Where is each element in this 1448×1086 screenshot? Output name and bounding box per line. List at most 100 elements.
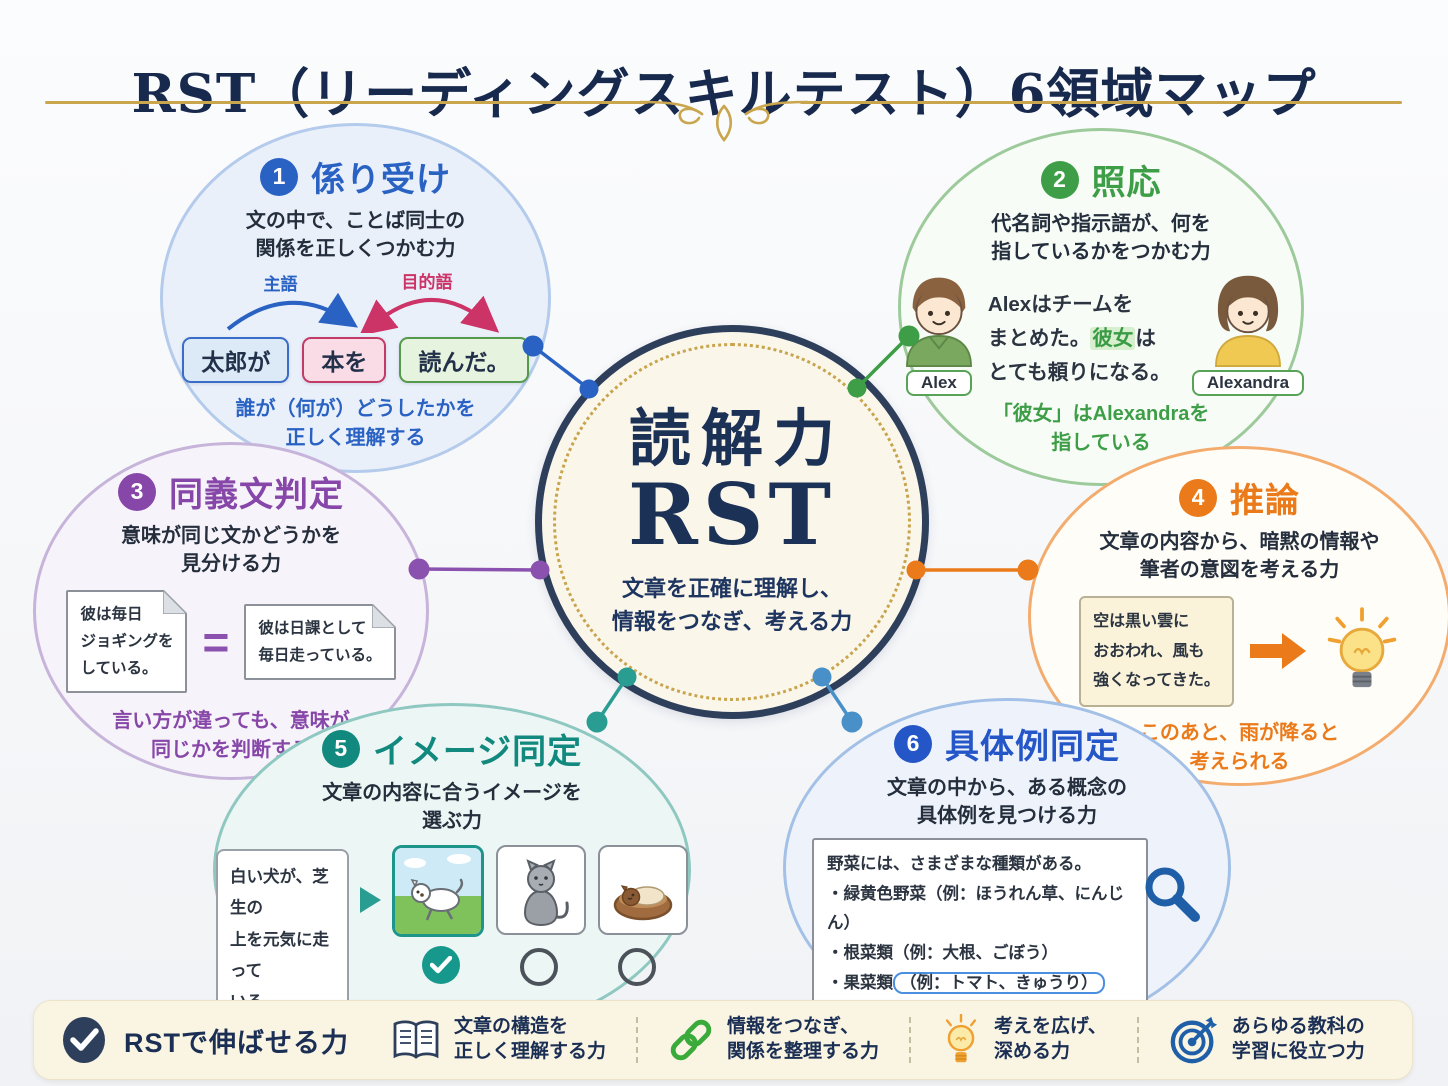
domain-1-title: 係り受け xyxy=(311,161,451,199)
center-dotted-ring xyxy=(553,343,911,701)
footer-lead-label: RSTで伸ばせる力 xyxy=(124,1027,349,1058)
word-box-object: 本を xyxy=(302,337,387,383)
domain-2-number-badge: 2 xyxy=(1040,160,1079,199)
nametag-alex: Alex xyxy=(905,370,972,396)
center-core-circle: 読解力 RST 文章を正確に理解し、 情報をつなぎ、考える力 xyxy=(535,325,929,719)
inference-example-row: 空は黒い雲に おおわれ、風も 強くなってきた。 xyxy=(1079,596,1400,707)
unselected-circle-icon xyxy=(618,948,656,986)
word-box-verb: 読んだ。 xyxy=(399,337,529,383)
domain-1-note: 誰が（何が）どうしたかを 正しく理解する xyxy=(235,398,476,449)
sentence-document-right: 彼は日課として 毎日走っている。 xyxy=(244,603,396,680)
option-image-dog xyxy=(392,845,484,937)
domain-2-header: 2 照応 xyxy=(1040,155,1162,204)
selected-check-icon xyxy=(422,946,460,984)
domain-bubble-image-doutei: 5 イメージ同定 文章の内容に合うイメージを 選ぶ力 白い犬が、芝生の 上を元気… xyxy=(213,703,691,1065)
domain-6-number-badge: 6 xyxy=(894,724,932,763)
dog-in-basket-illustration xyxy=(613,885,673,921)
target-icon xyxy=(1170,1016,1217,1064)
dependency-arcs-icon xyxy=(226,292,499,336)
footer-legend-bar: RSTで伸ばせる力 文章の構造を 正しく理解する力 情報をつなぎ、 xyxy=(33,1000,1413,1080)
open-book-icon xyxy=(393,1020,439,1059)
gold-divider-right xyxy=(800,101,1402,104)
domain-5-number-badge: 5 xyxy=(321,729,360,768)
lightbulb-idea-icon xyxy=(1327,607,1397,688)
domain-3-title: 同義文判定 xyxy=(169,476,344,514)
folded-corner-icon xyxy=(371,603,396,628)
paraphrase-comparison-row: 彼は毎日 ジョギングを している。 = 彼は日課として 毎日走っている。 xyxy=(66,590,396,694)
footer-item-subjects-label: あらゆる教科の 学習に役立つ力 xyxy=(1231,1016,1365,1062)
option-image-cat xyxy=(496,845,586,935)
option-image-dog-in-basket xyxy=(598,845,688,935)
domain-5-description: 文章の内容に合うイメージを 選ぶ力 xyxy=(322,782,582,832)
domain-4-note: このあと、雨が降ると 考えられる xyxy=(1139,721,1340,773)
lightbulb-icon xyxy=(945,1014,977,1063)
example-highlight-box: （例：トマト、きゅうり） xyxy=(893,971,1105,994)
domain-3-note: 言い方が違っても、意味が 同じかを判断する xyxy=(112,710,350,762)
avatar-alexandra-column: Alexandra xyxy=(1191,272,1305,396)
domain-bubble-kakariuke: 1 係り受け 文の中で、ことば同士の 関係を正しくつかむ力 主語 目的語 太郎が… xyxy=(160,123,551,473)
play-triangle-icon xyxy=(360,887,381,913)
word-box-subject: 太郎が xyxy=(182,337,290,383)
domain-4-header: 4 推論 xyxy=(1179,473,1300,522)
unselected-circle-icon xyxy=(520,948,558,986)
pronoun-highlight: 彼女 xyxy=(1090,326,1136,350)
domain-5-header: 5 イメージ同定 xyxy=(321,724,583,773)
word-boxes-row: 太郎が 本を 読んだ。 xyxy=(182,337,529,383)
domain-bubble-shouou: 2 照応 代名詞や指示語が、何を 指しているかをつかむ力 Alex xyxy=(898,128,1305,486)
boy-avatar xyxy=(905,277,972,368)
domain-bubble-gutairei: 6 具体例同定 文章の中から、ある概念の 具体例を見つける力 野菜には、さまざま… xyxy=(783,698,1231,1077)
domain-4-number-badge: 4 xyxy=(1179,478,1217,517)
subject-arrow-label: 主語 xyxy=(263,275,298,294)
footer-item-subjects: あらゆる教科の 学習に役立つ力 xyxy=(1169,1015,1365,1065)
image-options-row xyxy=(392,845,688,937)
image-options-column xyxy=(392,845,688,986)
footer-lead: RSTで伸ばせる力 xyxy=(60,1016,349,1064)
domain-2-note: 「彼女」はAlexandraを 指している xyxy=(992,403,1210,454)
domain-4-title: 推論 xyxy=(1230,482,1300,520)
footer-divider xyxy=(1136,1017,1139,1063)
footer-item-structure: 文章の構造を 正しく理解する力 xyxy=(391,1015,606,1064)
footer-item-think-label: 考えを広げ、 深める力 xyxy=(994,1016,1107,1062)
domain-2-title: 照応 xyxy=(1091,164,1162,202)
domain-6-header: 6 具体例同定 xyxy=(894,719,1120,768)
domain-3-number-badge: 3 xyxy=(118,472,156,511)
equals-sign: = xyxy=(202,615,230,668)
dog-on-grass-illustration xyxy=(395,848,481,934)
domain-1-description: 文の中で、ことば同士の 関係を正しくつかむ力 xyxy=(245,210,466,260)
avatar-alex-column: Alex xyxy=(898,272,980,396)
object-arrow-label: 目的語 xyxy=(401,273,453,292)
footer-item-structure-label: 文章の構造を 正しく理解する力 xyxy=(454,1016,607,1062)
footer-divider xyxy=(636,1017,639,1063)
gray-cat-illustration xyxy=(523,859,569,927)
premise-text-box: 空は黒い雲に おおわれ、風も 強くなってきた。 xyxy=(1079,596,1234,707)
footer-item-connect: 情報をつなぎ、 関係を整理する力 xyxy=(668,1015,879,1064)
footer-item-think: 考えを広げ、 深める力 xyxy=(941,1014,1107,1066)
page-title: RST（リーディングスキルテスト）6領域マップ xyxy=(131,62,1317,125)
domain-5-title: イメージ同定 xyxy=(372,733,583,771)
chain-link-icon xyxy=(670,1019,712,1061)
folded-corner-icon xyxy=(163,590,188,614)
nametag-alexandra: Alexandra xyxy=(1191,370,1305,396)
domain-4-description: 文章の内容から、暗黙の情報や 筆者の意図を考える力 xyxy=(1099,531,1380,581)
anaphora-example-row: Alex Alexはチームを まとめた。彼女は とても頼りになる。 Alexan… xyxy=(898,272,1305,396)
domain-bubble-suiron: 4 推論 文章の内容から、暗黙の情報や 筆者の意図を考える力 空は黒い雲に おお… xyxy=(1028,446,1448,786)
domain-1-header: 1 係り受け xyxy=(260,152,451,201)
footer-item-connect-label: 情報をつなぎ、 関係を整理する力 xyxy=(727,1016,880,1062)
footer-divider xyxy=(909,1017,912,1063)
anaphora-sentence: Alexはチームを まとめた。彼女は とても頼りになる。 xyxy=(987,293,1171,384)
magnifier-icon xyxy=(1145,867,1200,922)
sentence-document-left: 彼は毎日 ジョギングを している。 xyxy=(66,590,188,694)
divider-ornament-icon xyxy=(640,100,808,143)
domain-6-title: 具体例同定 xyxy=(945,728,1120,766)
gold-divider-left xyxy=(45,101,648,104)
check-circle-icon xyxy=(63,1017,105,1063)
domain-bubble-dougibun: 3 同義文判定 意味が同じ文かどうかを 見分ける力 彼は毎日 ジョギングを して… xyxy=(33,442,429,780)
answer-marks-row xyxy=(392,946,688,986)
domain-3-description: 意味が同じ文かどうかを 見分ける力 xyxy=(121,525,341,575)
dependency-arrows-diagram: 主語 目的語 xyxy=(184,273,528,336)
domain-6-description: 文章の中から、ある概念の 具体例を見つける力 xyxy=(887,777,1127,827)
domain-3-header: 3 同義文判定 xyxy=(118,467,344,516)
girl-avatar xyxy=(1215,275,1281,368)
domain-2-description: 代名詞や指示語が、何を 指しているかをつかむ力 xyxy=(991,213,1211,263)
